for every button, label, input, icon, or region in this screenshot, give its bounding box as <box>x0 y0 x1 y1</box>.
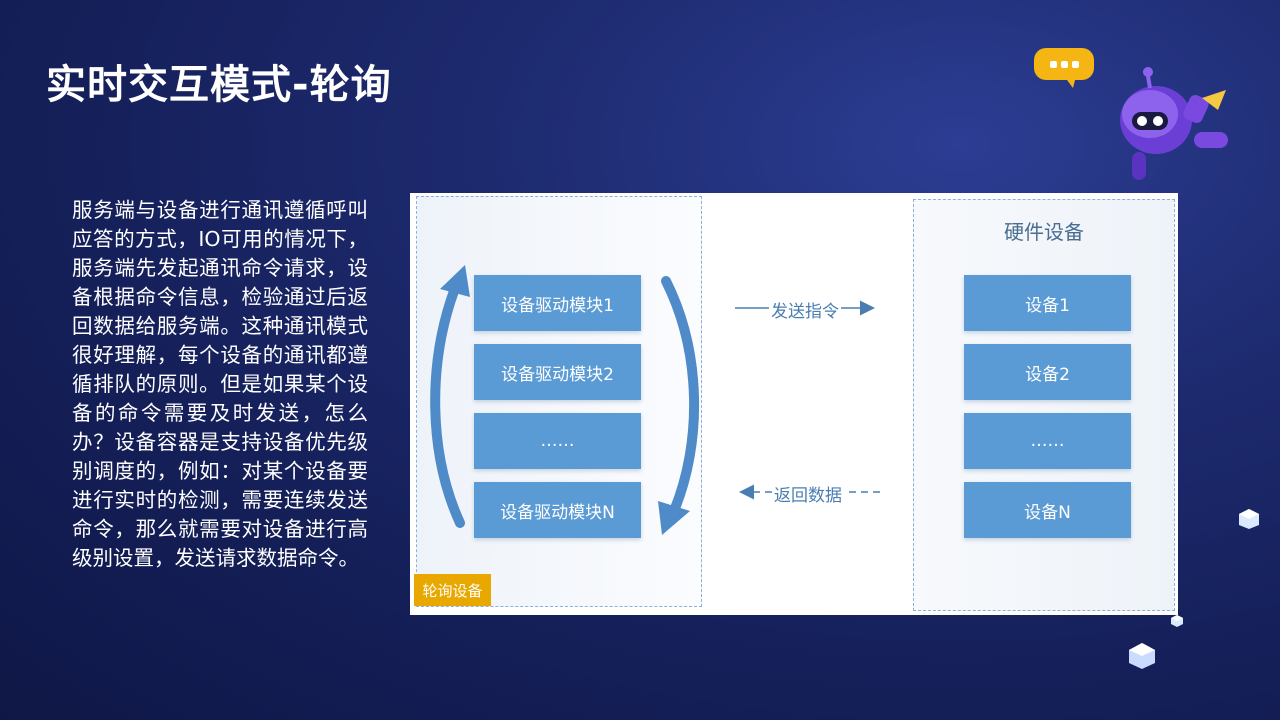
cycle-down-arrowhead <box>658 501 690 535</box>
return-data-label: 返回数据 <box>772 481 844 506</box>
cycle-down-arrow <box>661 276 700 516</box>
cube-decoration-icon <box>1239 509 1259 529</box>
hardware-title: 硬件设备 <box>1004 220 1084 244</box>
driver-module-box: 设备驱动模块2 <box>474 344 641 400</box>
slide-title: 实时交互模式-轮询 <box>46 62 392 108</box>
chat-bubble-icon <box>1034 48 1094 88</box>
device-box: …… <box>964 413 1131 469</box>
send-command-label: 发送指令 <box>769 297 841 322</box>
cube-decoration-icon <box>1171 615 1183 627</box>
device-box: 设备2 <box>964 344 1131 400</box>
device-box: 设备1 <box>964 275 1131 331</box>
hardware-devices-panel: 硬件设备 设备1 设备2 …… 设备N <box>913 199 1175 611</box>
driver-module-box: …… <box>474 413 641 469</box>
robot-mascot-icon <box>1120 67 1228 180</box>
polling-devices-tag: 轮询设备 <box>414 574 491 606</box>
cycle-up-arrowhead <box>440 265 470 297</box>
description-paragraph: 服务端与设备进行通讯遵循呼叫应答的方式，IO可用的情况下，服务端先发起通讯命令请… <box>72 198 368 570</box>
diagram-arrows <box>430 265 880 535</box>
polling-diagram: 设备驱动模块1 设备驱动模块2 …… 设备驱动模块N 轮询设备 硬件设备 设备1… <box>410 193 1178 615</box>
device-box: 设备N <box>964 482 1131 538</box>
driver-module-box: 设备驱动模块1 <box>474 275 641 331</box>
cube-decoration-icon <box>1129 643 1155 669</box>
driver-module-box: 设备驱动模块N <box>474 482 641 538</box>
cycle-up-arrow <box>430 286 465 528</box>
polling-devices-panel: 设备驱动模块1 设备驱动模块2 …… 设备驱动模块N <box>416 196 702 607</box>
